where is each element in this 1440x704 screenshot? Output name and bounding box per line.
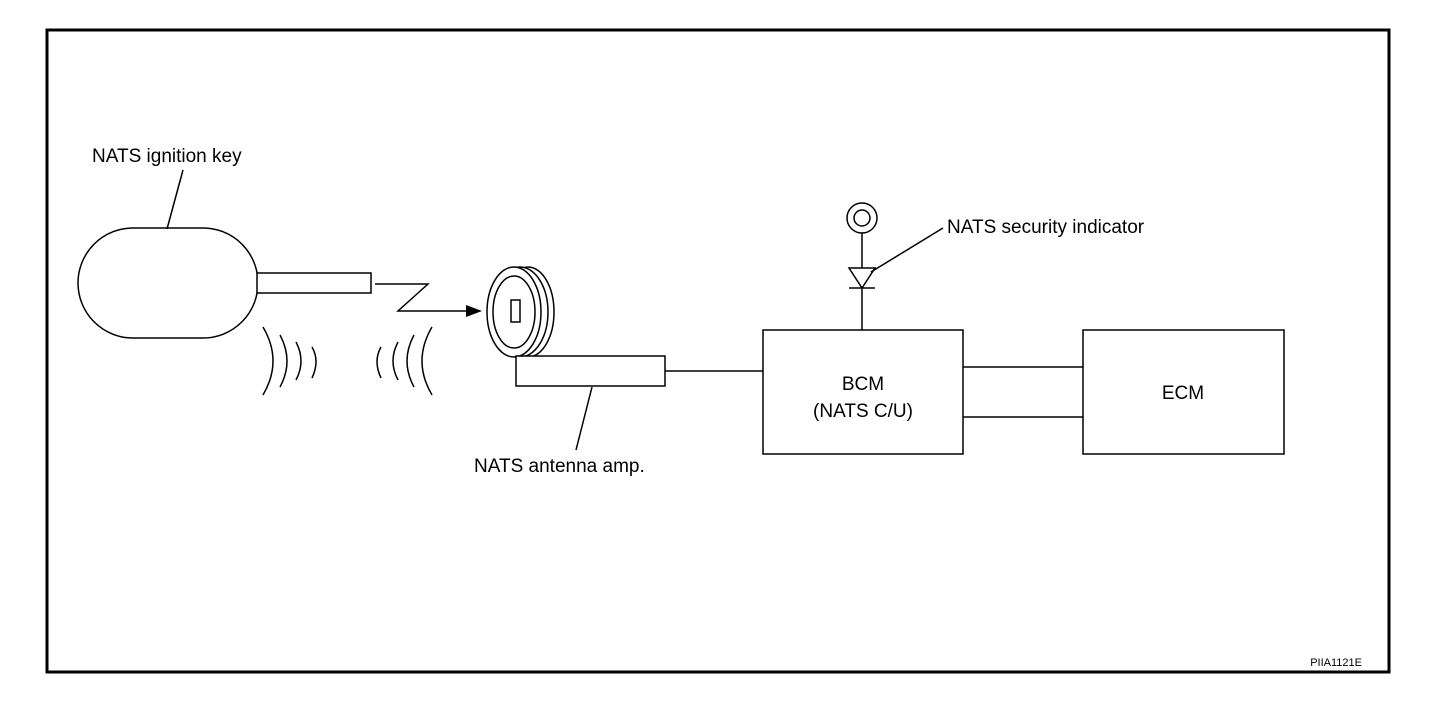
- ignition-key-leader-line: [166, 169, 184, 230]
- indicator-leader-line: [870, 227, 944, 273]
- radio-waves-icon: [262, 326, 433, 396]
- signal-arrow-icon: [375, 283, 482, 317]
- figure-code: PIIA1121E: [1310, 657, 1362, 669]
- antenna-amp-bar: [515, 355, 666, 387]
- figure-frame: [45, 28, 1391, 674]
- antenna-amp-leader-line: [575, 386, 593, 451]
- ignition-key-icon: [77, 227, 372, 339]
- bcm-sublabel: (NATS C/U): [813, 401, 913, 422]
- antenna-amp-label: NATS antenna amp.: [474, 456, 645, 477]
- indicator-lamp-icon: [846, 202, 878, 330]
- bcm-label: BCM: [842, 374, 884, 395]
- indicator-label: NATS security indicator: [947, 217, 1145, 238]
- antenna-coil-icon: [486, 266, 555, 358]
- ecm-box: [1082, 329, 1285, 455]
- ignition-key-label: NATS ignition key: [92, 146, 242, 167]
- bcm-box: [762, 329, 964, 455]
- ecm-label: ECM: [1162, 383, 1204, 404]
